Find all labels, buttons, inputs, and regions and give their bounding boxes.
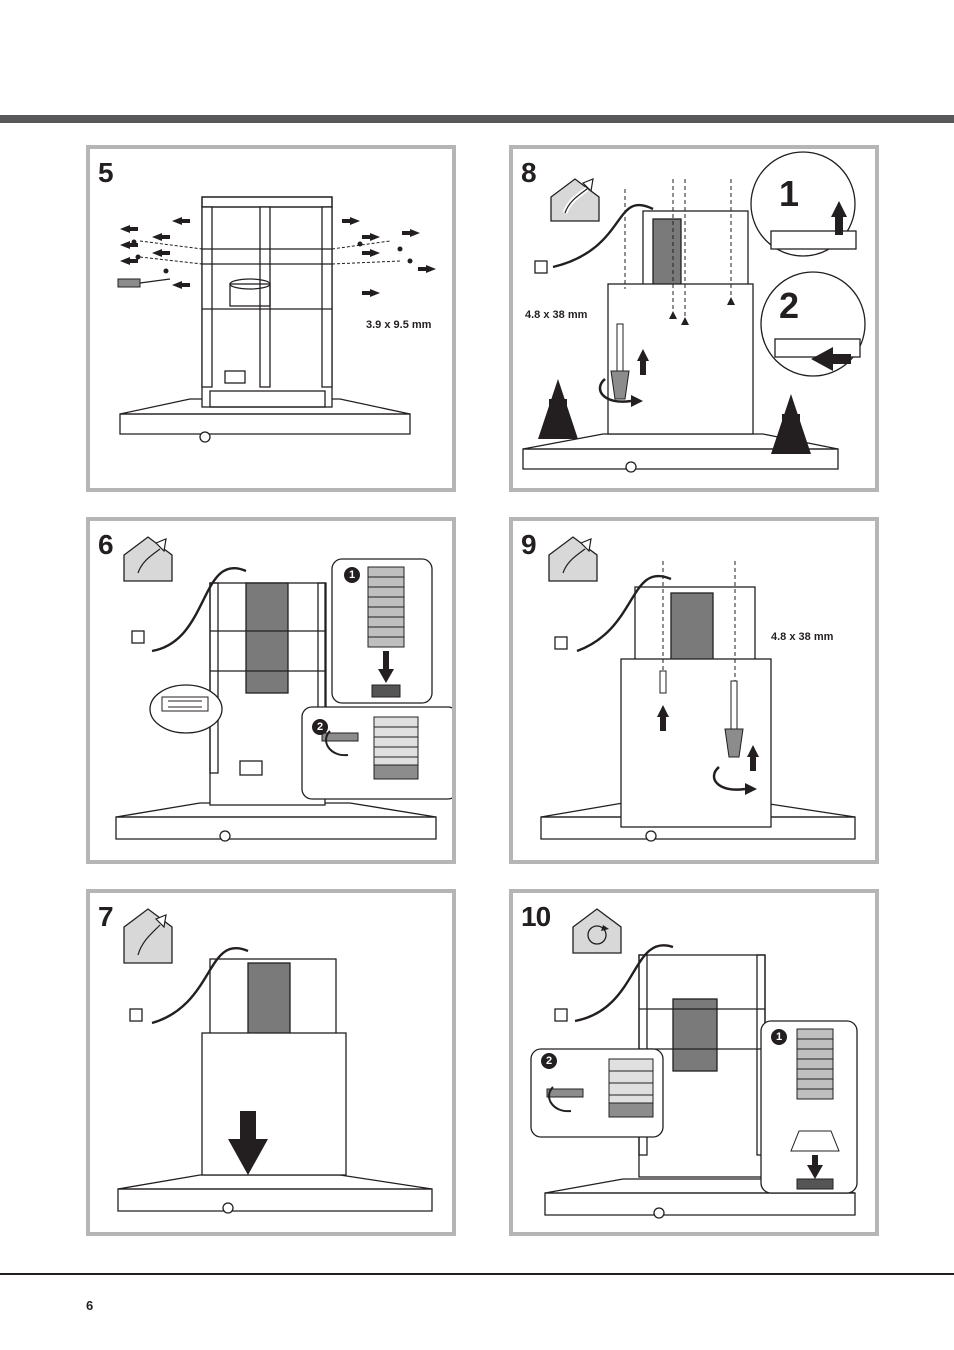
- panel-step-5: 5 3.9 x 9.5 mm: [86, 145, 456, 492]
- callout-badge-1: 1: [771, 1029, 787, 1045]
- frame-screw-diagram: [117, 196, 436, 443]
- chimney-screw-diagram: [540, 536, 856, 842]
- page-number: 6: [86, 1298, 94, 1313]
- step-number: 5: [98, 157, 114, 188]
- recirculation-mode-icon: [572, 908, 622, 954]
- step-number: 7: [98, 901, 114, 932]
- chimney-fitting-diagram: [522, 151, 866, 473]
- screw-dimension-label: 3.9 x 9.5 mm: [366, 319, 432, 331]
- step-number: 9: [521, 529, 537, 560]
- callout-number-2: 2: [779, 285, 800, 326]
- callout-badge-1: 1: [344, 567, 360, 583]
- screw-dimension-label: 4.8 x 38 mm: [525, 309, 588, 321]
- recirculation-fitting-diagram: [530, 908, 858, 1219]
- footer-rule: [0, 1273, 954, 1275]
- callout-number-1: 1: [779, 173, 800, 214]
- header-rule: [0, 115, 954, 123]
- callout-badge-2: 2: [541, 1053, 557, 1069]
- exhaust-mode-icon: [550, 178, 600, 222]
- callout-badge-2: 2: [312, 719, 328, 735]
- chimney-lowering-diagram: [117, 908, 433, 1214]
- screw-dimension-label: 4.8 x 38 mm: [771, 631, 834, 643]
- panel-step-6: 6 1 2: [86, 517, 456, 864]
- panel-step-8: 8 4.8 x 38 mm 1 2: [509, 145, 879, 492]
- exhaust-mode-icon: [123, 908, 173, 964]
- exhaust-mode-icon: [548, 536, 598, 582]
- step-number: 10: [521, 901, 551, 932]
- duct-connection-diagram: [115, 536, 452, 842]
- panel-step-10: 10 1 2: [509, 889, 879, 1236]
- panel-step-7: 7: [86, 889, 456, 1236]
- step-number: 6: [98, 529, 114, 560]
- panel-step-9: 9 4.8 x 38 mm: [509, 517, 879, 864]
- step-number: 8: [521, 157, 537, 188]
- exhaust-mode-icon: [123, 536, 173, 582]
